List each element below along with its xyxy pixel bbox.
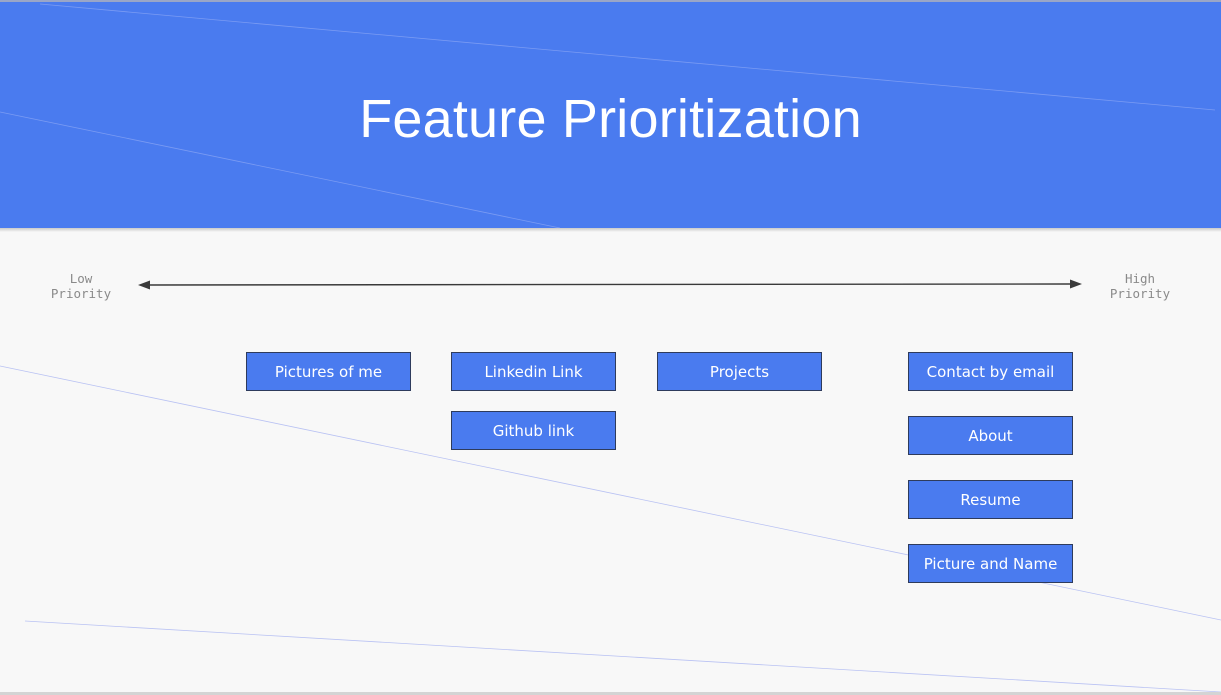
banner-shadow	[0, 228, 1221, 232]
feature-projects[interactable]: Projects	[657, 352, 822, 391]
high-priority-label: High Priority	[1100, 271, 1180, 301]
low-label-line1: Low	[69, 271, 93, 286]
low-priority-label: Low Priority	[41, 271, 121, 301]
high-label-line2: Priority	[1109, 286, 1171, 301]
feature-picture-and-name[interactable]: Picture and Name	[908, 544, 1073, 583]
feature-resume[interactable]: Resume	[908, 480, 1073, 519]
feature-contact-by-email[interactable]: Contact by email	[908, 352, 1073, 391]
page-title: Feature Prioritization	[359, 89, 862, 149]
feature-github-link[interactable]: Github link	[451, 411, 616, 450]
low-label-line2: Priority	[50, 286, 112, 301]
feature-pictures-of-me[interactable]: Pictures of me	[246, 352, 411, 391]
high-label-line1: High	[1124, 271, 1156, 286]
feature-about[interactable]: About	[908, 416, 1073, 455]
top-border	[0, 0, 1221, 2]
bottom-border	[0, 692, 1221, 695]
feature-linkedin-link[interactable]: Linkedin Link	[451, 352, 616, 391]
title-banner: Feature Prioritization	[0, 2, 1221, 228]
